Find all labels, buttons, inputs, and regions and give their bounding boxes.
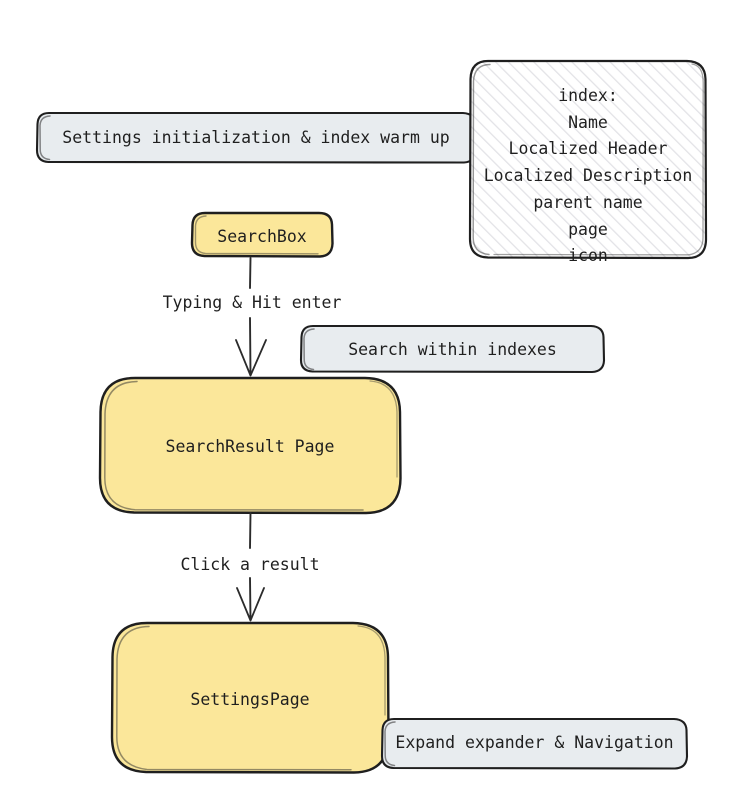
index-structure-box [468, 59, 708, 260]
note-search-within-indexes-label: Search within indexes [348, 340, 557, 359]
note-initialization-label: Settings initialization & index warm up [62, 128, 450, 147]
edge-typing-hit-enter-label: Typing & Hit enter [162, 293, 342, 312]
edge-typing-hit-enter [235, 257, 267, 377]
index-line-4: parent name [533, 192, 643, 212]
node-searchresult-shape[interactable] [98, 376, 402, 515]
edge-click-a-result [236, 512, 265, 622]
edge-click-a-result-label: Click a result [180, 555, 320, 574]
index-line-5: page [568, 219, 608, 239]
note-search-within-indexes [299, 324, 606, 374]
note-expand-navigation [380, 717, 689, 770]
index-line-3: Localized Description [483, 166, 693, 186]
index-line-2: Localized Header [508, 139, 668, 159]
note-expand-navigation-label: Expand expander & Navigation [395, 733, 674, 752]
index-line-0: index: [558, 86, 618, 105]
node-settingspage-shape[interactable] [110, 621, 390, 774]
index-line-6: icon [568, 246, 608, 266]
node-searchbox-shape[interactable] [190, 211, 334, 258]
index-line-1: Name [568, 112, 608, 132]
